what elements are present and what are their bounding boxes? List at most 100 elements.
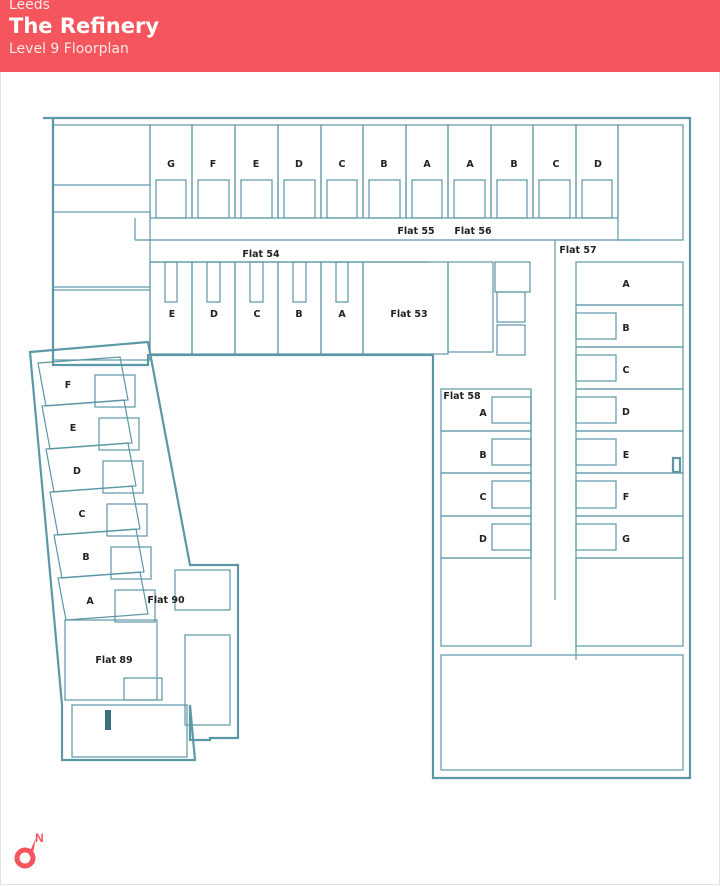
room-label: D <box>479 534 487 545</box>
room-label: E <box>623 450 630 461</box>
room-label: F <box>623 492 630 503</box>
flat-label: Flat 54 <box>242 249 280 260</box>
wall <box>52 124 151 186</box>
wall <box>277 261 322 355</box>
wall <box>575 557 684 647</box>
wall <box>581 179 613 219</box>
unit-wall <box>37 356 129 407</box>
wall <box>164 261 178 303</box>
room-label: D <box>73 466 81 477</box>
room-label: C <box>553 159 560 170</box>
room-label: C <box>254 309 261 320</box>
wall <box>671 456 682 474</box>
wall <box>71 704 188 758</box>
room-label: B <box>479 450 486 461</box>
room-label: A <box>86 596 94 607</box>
north-arrow-icon: N <box>14 831 44 869</box>
wall <box>155 179 187 219</box>
room-label: F <box>65 380 72 391</box>
room-label: C <box>79 509 86 520</box>
walls <box>28 116 692 780</box>
room-label: E <box>253 159 260 170</box>
wall <box>174 569 231 611</box>
room-label: C <box>480 492 487 503</box>
wall <box>491 523 532 551</box>
wall <box>575 523 617 551</box>
room-label: D <box>210 309 218 320</box>
wall <box>98 417 140 451</box>
wall <box>575 438 617 466</box>
wall <box>575 472 684 517</box>
room-label: E <box>169 309 176 320</box>
wall <box>106 503 148 537</box>
outer-wall <box>28 340 240 762</box>
wall <box>494 261 531 293</box>
header: Leeds The Refinery Level 9 Floorplan <box>0 0 720 72</box>
room-label: A <box>466 159 474 170</box>
wall <box>184 634 231 726</box>
wall <box>496 291 526 323</box>
room-label: C <box>339 159 346 170</box>
north-label: N <box>35 831 44 845</box>
room-label: A <box>338 309 346 320</box>
wall <box>110 546 152 580</box>
wall <box>149 261 193 355</box>
wall <box>575 480 617 509</box>
wall <box>335 261 349 303</box>
room-label: B <box>380 159 387 170</box>
wall <box>496 179 528 219</box>
wall <box>538 179 571 219</box>
wall <box>440 557 532 647</box>
flat-label: Flat 57 <box>559 245 596 256</box>
wall <box>206 261 221 303</box>
wall <box>411 179 443 219</box>
wall <box>447 261 494 353</box>
wall <box>491 480 532 509</box>
wall <box>240 179 273 219</box>
wall <box>575 430 684 474</box>
wall <box>453 179 486 219</box>
flat-label: Flat 58 <box>443 391 481 402</box>
flat-label: Flat 89 <box>95 655 132 666</box>
room-label: E <box>70 423 77 434</box>
wall <box>114 589 156 623</box>
room-label: C <box>623 365 630 376</box>
room-label: G <box>167 159 175 170</box>
wall <box>94 374 136 408</box>
flat-label: Flat 90 <box>147 595 185 606</box>
wall <box>64 619 158 701</box>
page-title: The Refinery <box>9 14 160 38</box>
wall <box>617 124 684 241</box>
room-label: B <box>295 309 302 320</box>
city-label: Leeds <box>9 0 50 13</box>
wall <box>123 677 163 701</box>
page-subtitle: Level 9 Floorplan <box>9 41 129 57</box>
room-label: G <box>622 534 630 545</box>
wall <box>575 346 684 390</box>
wall <box>440 654 684 771</box>
wall <box>191 261 236 355</box>
wall <box>197 179 230 219</box>
wall <box>234 261 279 355</box>
flat-label: Flat 53 <box>390 309 427 320</box>
unit-wall <box>57 571 149 621</box>
wall <box>52 211 151 288</box>
room-label: A <box>622 279 630 290</box>
wall <box>283 179 316 219</box>
room-label: D <box>594 159 602 170</box>
room-label: A <box>423 159 431 170</box>
room-label: A <box>479 408 487 419</box>
flat-label: Flat 56 <box>454 226 492 237</box>
wall <box>575 354 617 382</box>
room-label: D <box>295 159 303 170</box>
room-label: B <box>510 159 517 170</box>
wall <box>575 396 617 424</box>
unit-wall <box>49 485 141 536</box>
wall <box>368 179 401 219</box>
stairs <box>105 710 111 730</box>
unit-wall <box>41 399 133 450</box>
wall <box>575 312 617 340</box>
room-label: B <box>622 323 629 334</box>
